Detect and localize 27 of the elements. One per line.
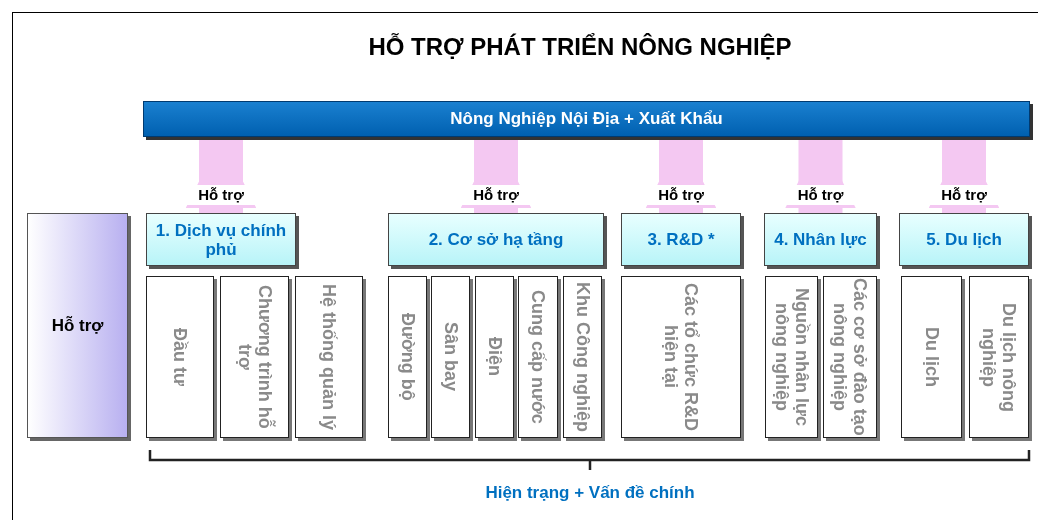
block-arrow bbox=[185, 137, 257, 213]
category-box: 5. Du lịch bbox=[899, 213, 1029, 266]
item-box: Các tổ chức R&D hiện tại bbox=[621, 276, 741, 438]
block-arrow bbox=[460, 137, 532, 213]
bracket-label: Hiện trạng + Vấn đề chính bbox=[484, 483, 696, 503]
item-box: Nguồn nhân lực nông nghiệp bbox=[765, 276, 818, 438]
item-box: Hệ thống quản lý bbox=[295, 276, 363, 438]
category-box: 1. Dịch vụ chính phủ bbox=[146, 213, 296, 266]
diagram-title: HỖ TRỢ PHÁT TRIỂN NÔNG NGHIỆP bbox=[367, 33, 793, 61]
side-label-box: Hỗ trợ bbox=[27, 213, 128, 438]
item-box: Điện bbox=[475, 276, 514, 438]
item-box: Chương trình hỗ trợ bbox=[220, 276, 289, 438]
item-box: Các cơ sở đào tạo nông nghiệp bbox=[823, 276, 877, 438]
block-arrow bbox=[928, 137, 1000, 213]
block-arrow bbox=[645, 137, 717, 213]
item-box: Sân bay bbox=[431, 276, 470, 438]
category-box: 3. R&D * bbox=[621, 213, 741, 266]
item-box: Đầu tư bbox=[146, 276, 214, 438]
item-box: Du lịch bbox=[901, 276, 962, 438]
item-box: Du lịch nông nghiệp bbox=[969, 276, 1029, 438]
category-box: 2. Cơ sở hạ tầng bbox=[388, 213, 604, 266]
category-box: 4. Nhân lực bbox=[764, 213, 877, 266]
item-box: Khu Công nghiệp bbox=[563, 276, 602, 438]
item-box: Đường bộ bbox=[388, 276, 427, 438]
block-arrow bbox=[785, 137, 856, 213]
banner-bar: Nông Nghiệp Nội Địa + Xuất Khẩu bbox=[143, 101, 1030, 137]
item-box: Cung cấp nước bbox=[518, 276, 558, 438]
